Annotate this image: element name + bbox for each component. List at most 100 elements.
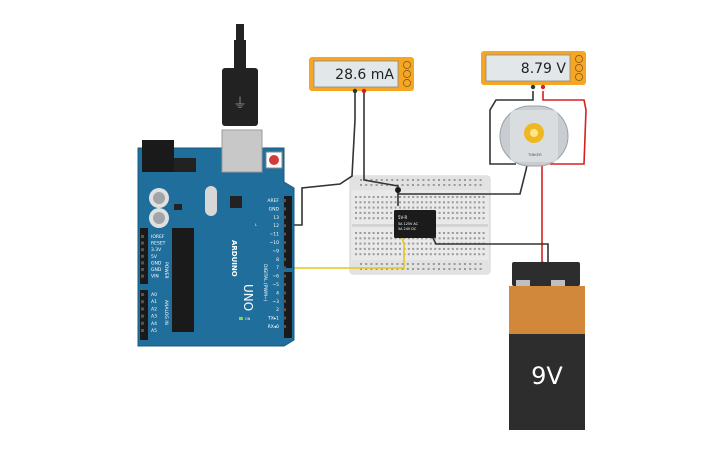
breadboard-hole[interactable] — [465, 196, 467, 198]
breadboard-hole[interactable] — [421, 206, 423, 209]
breadboard-rail-hole[interactable] — [396, 179, 399, 181]
wire-voltmeter-black[interactable] — [489, 91, 534, 165]
breadboard-hole[interactable] — [465, 253, 467, 256]
breadboard-hole[interactable] — [434, 253, 437, 256]
breadboard-rail-hole[interactable] — [464, 179, 466, 181]
breadboard-hole[interactable] — [469, 196, 472, 198]
breadboard-rail-hole[interactable] — [438, 268, 440, 270]
digital-pin-pin[interactable] — [283, 215, 286, 219]
breadboard-hole[interactable] — [359, 196, 362, 198]
digital-pin-pin[interactable] — [283, 274, 286, 278]
breadboard-rail-hole[interactable] — [453, 268, 456, 270]
breadboard-rail-hole[interactable] — [412, 179, 414, 181]
breadboard-hole[interactable] — [363, 242, 366, 245]
breadboard-hole[interactable] — [355, 201, 357, 204]
breadboard-hole[interactable] — [473, 206, 476, 209]
breadboard-hole[interactable] — [451, 247, 454, 250]
breadboard-hole[interactable] — [377, 253, 379, 256]
breadboard-hole[interactable] — [456, 206, 459, 209]
power-pin-pin[interactable] — [141, 261, 144, 265]
breadboard-rail-hole[interactable] — [360, 263, 362, 265]
breadboard-hole[interactable] — [460, 201, 463, 204]
breadboard-rail-hole[interactable] — [438, 184, 440, 186]
breadboard-hole[interactable] — [460, 206, 463, 209]
breadboard-rail-hole[interactable] — [474, 268, 477, 270]
digital-pin-pin[interactable] — [283, 257, 286, 261]
breadboard-rail-hole[interactable] — [464, 184, 466, 186]
breadboard-rail-hole[interactable] — [401, 268, 404, 270]
breadboard-hole[interactable] — [460, 211, 463, 214]
breadboard-hole[interactable] — [443, 253, 445, 256]
breadboard-rail-hole[interactable] — [464, 268, 466, 270]
breadboard-hole[interactable] — [429, 247, 432, 250]
breadboard-hole[interactable] — [368, 247, 371, 250]
breadboard-hole[interactable] — [478, 201, 481, 204]
breadboard-hole[interactable] — [438, 196, 441, 198]
analog-pin-pin[interactable] — [141, 307, 144, 311]
breadboard-rail-hole[interactable] — [365, 263, 368, 265]
breadboard-rail-hole[interactable] — [386, 263, 388, 265]
breadboard-hole[interactable] — [473, 217, 476, 220]
breadboard-hole[interactable] — [385, 247, 388, 250]
breadboard-rail-hole[interactable] — [391, 179, 394, 181]
breadboard-hole[interactable] — [385, 237, 388, 240]
breadboard-hole[interactable] — [363, 201, 366, 204]
breadboard-rail-hole[interactable] — [432, 179, 435, 181]
breadboard-hole[interactable] — [381, 196, 384, 198]
breadboard-rail-hole[interactable] — [370, 263, 373, 265]
breadboard-rail-hole[interactable] — [406, 184, 409, 186]
breadboard-hole[interactable] — [355, 196, 357, 198]
breadboard-hole[interactable] — [394, 206, 397, 209]
breadboard-hole[interactable] — [412, 201, 415, 204]
breadboard-hole[interactable] — [443, 247, 445, 250]
breadboard-rail-hole[interactable] — [360, 184, 362, 186]
breadboard-rail-hole[interactable] — [432, 268, 435, 270]
breadboard-rail-hole[interactable] — [474, 179, 477, 181]
breadboard-rail-hole[interactable] — [370, 184, 373, 186]
breadboard-hole[interactable] — [403, 206, 406, 209]
breadboard-hole[interactable] — [394, 196, 397, 198]
breadboard-hole[interactable] — [416, 247, 419, 250]
voltmeter-red-probe[interactable] — [540, 84, 546, 90]
breadboard-hole[interactable] — [407, 242, 410, 245]
breadboard-hole[interactable] — [377, 196, 379, 198]
breadboard-rail-hole[interactable] — [448, 263, 451, 265]
breadboard-hole[interactable] — [438, 217, 441, 220]
breadboard-hole[interactable] — [451, 206, 454, 209]
breadboard-hole[interactable] — [390, 217, 393, 220]
breadboard-hole[interactable] — [429, 242, 432, 245]
breadboard-hole[interactable] — [363, 211, 366, 214]
breadboard-hole[interactable] — [355, 232, 357, 234]
breadboard-rail-hole[interactable] — [380, 263, 383, 265]
breadboard-hole[interactable] — [394, 201, 397, 204]
digital-pin-pin[interactable] — [283, 241, 286, 244]
breadboard-hole[interactable] — [355, 242, 357, 245]
breadboard-hole[interactable] — [447, 253, 450, 256]
breadboard-rail-hole[interactable] — [427, 268, 430, 270]
digital-pin-pin[interactable] — [283, 199, 286, 202]
breadboard-hole[interactable] — [412, 242, 415, 245]
breadboard-hole[interactable] — [443, 196, 445, 198]
analog-pin-pin[interactable] — [141, 293, 144, 296]
breadboard-hole[interactable] — [478, 217, 481, 220]
breadboard-hole[interactable] — [359, 242, 362, 245]
breadboard-hole[interactable] — [363, 237, 366, 240]
breadboard-hole[interactable] — [447, 217, 450, 220]
breadboard-rail-hole[interactable] — [360, 268, 362, 270]
usb-cable-plug[interactable] — [222, 68, 258, 126]
breadboard-hole[interactable] — [399, 201, 401, 204]
breadboard-hole[interactable] — [482, 247, 485, 250]
breadboard-rail-hole[interactable] — [438, 263, 440, 265]
breadboard-rail-hole[interactable] — [479, 179, 482, 181]
breadboard-hole[interactable] — [368, 232, 371, 234]
breadboard-rail-hole[interactable] — [458, 184, 461, 186]
breadboard-hole[interactable] — [368, 217, 371, 220]
breadboard-hole[interactable] — [390, 211, 393, 214]
breadboard-hole[interactable] — [385, 217, 388, 220]
power-pin-pin[interactable] — [141, 274, 144, 278]
power-pin-pin[interactable] — [141, 268, 144, 271]
breadboard-hole[interactable] — [372, 206, 375, 209]
breadboard-hole[interactable] — [368, 253, 371, 256]
breadboard-rail-hole[interactable] — [448, 179, 451, 181]
breadboard-hole[interactable] — [473, 232, 476, 234]
